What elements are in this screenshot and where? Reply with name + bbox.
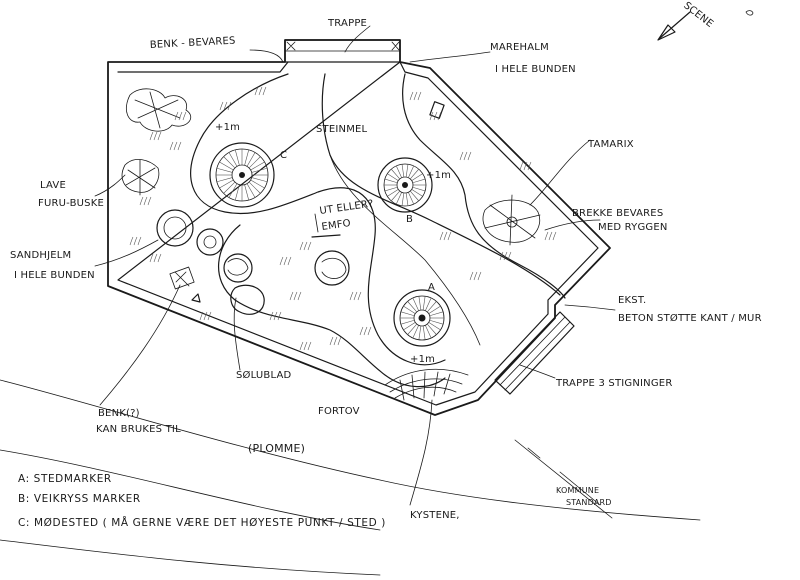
label-dim-c: +1m bbox=[215, 122, 240, 133]
label-brekke-bevares: BREKKE BEVARES bbox=[572, 208, 663, 219]
label-sandhjelm-2: I HELE BUNDEN bbox=[14, 270, 95, 281]
label-dim-a: +1m bbox=[410, 354, 435, 365]
label-beton: BETON STØTTE KANT / MUR bbox=[618, 312, 762, 324]
label-benk-bevares: BENK - BEVARES bbox=[150, 36, 236, 51]
label-fortov: FORTOV bbox=[318, 406, 360, 417]
steps-bottom bbox=[494, 311, 575, 395]
label-solublad: SØLUBLAD bbox=[236, 369, 292, 381]
label-tamarix: TAMARIX bbox=[587, 139, 634, 150]
label-furu-buske: FURU-BUSKE bbox=[38, 198, 104, 209]
label-kystene: KYSTENE, bbox=[410, 510, 460, 521]
label-lave: LAVE bbox=[40, 180, 66, 191]
scene-arrow bbox=[657, 10, 754, 41]
label-b-mark: B bbox=[406, 214, 413, 225]
label-a-mark: A bbox=[428, 282, 435, 293]
label-benk-kan: BENK(?) bbox=[98, 408, 140, 419]
legend: A: STEDMARKER B: VEIKRYSS MARKER C: MØDE… bbox=[18, 473, 386, 529]
leader-lines bbox=[94, 25, 616, 506]
legend-b: B: VEIKRYSS MARKER bbox=[18, 493, 141, 505]
label-kan-brukes: KAN BRUKES TIL bbox=[96, 424, 181, 435]
shrubs bbox=[121, 88, 541, 315]
label-sandhjelm: SANDHJELM bbox=[10, 250, 71, 261]
label-steinmel: STEINMEL bbox=[316, 124, 368, 135]
label-trappe-top: TRAPPE bbox=[327, 18, 367, 29]
grass-hatching bbox=[129, 86, 557, 351]
label-ut-eller: UT ELLER? bbox=[319, 198, 374, 216]
sidewalk-curb-lines bbox=[0, 379, 701, 576]
label-c-mark: C bbox=[280, 150, 287, 161]
label-emfo: EMFO bbox=[321, 218, 352, 233]
label-ekst: EKST. bbox=[618, 295, 646, 306]
label-kommune: KOMMUNE bbox=[556, 486, 599, 495]
plant-spokes bbox=[216, 149, 444, 340]
kystene-planting bbox=[384, 368, 469, 401]
label-standard: STANDARD bbox=[566, 498, 612, 507]
legend-c: C: MØDESTED ( MÅ GERNE VÆRE DET HØYESTE … bbox=[18, 516, 386, 529]
label-trappe-3: TRAPPE 3 STIGNINGER bbox=[555, 378, 672, 389]
winding-path bbox=[190, 73, 566, 388]
label-dim-b: +1m bbox=[426, 170, 451, 181]
label-med-ryggen: MED RYGGEN bbox=[598, 222, 668, 233]
steps-top bbox=[284, 39, 401, 63]
label-marehalm-2: I HELE BUNDEN bbox=[495, 64, 576, 75]
label-plomme: (PLOMME) bbox=[248, 442, 305, 455]
north-arrow-small bbox=[191, 293, 201, 303]
label-marehalm: MAREHALM bbox=[490, 42, 549, 53]
legend-a: A: STEDMARKER bbox=[18, 473, 112, 485]
